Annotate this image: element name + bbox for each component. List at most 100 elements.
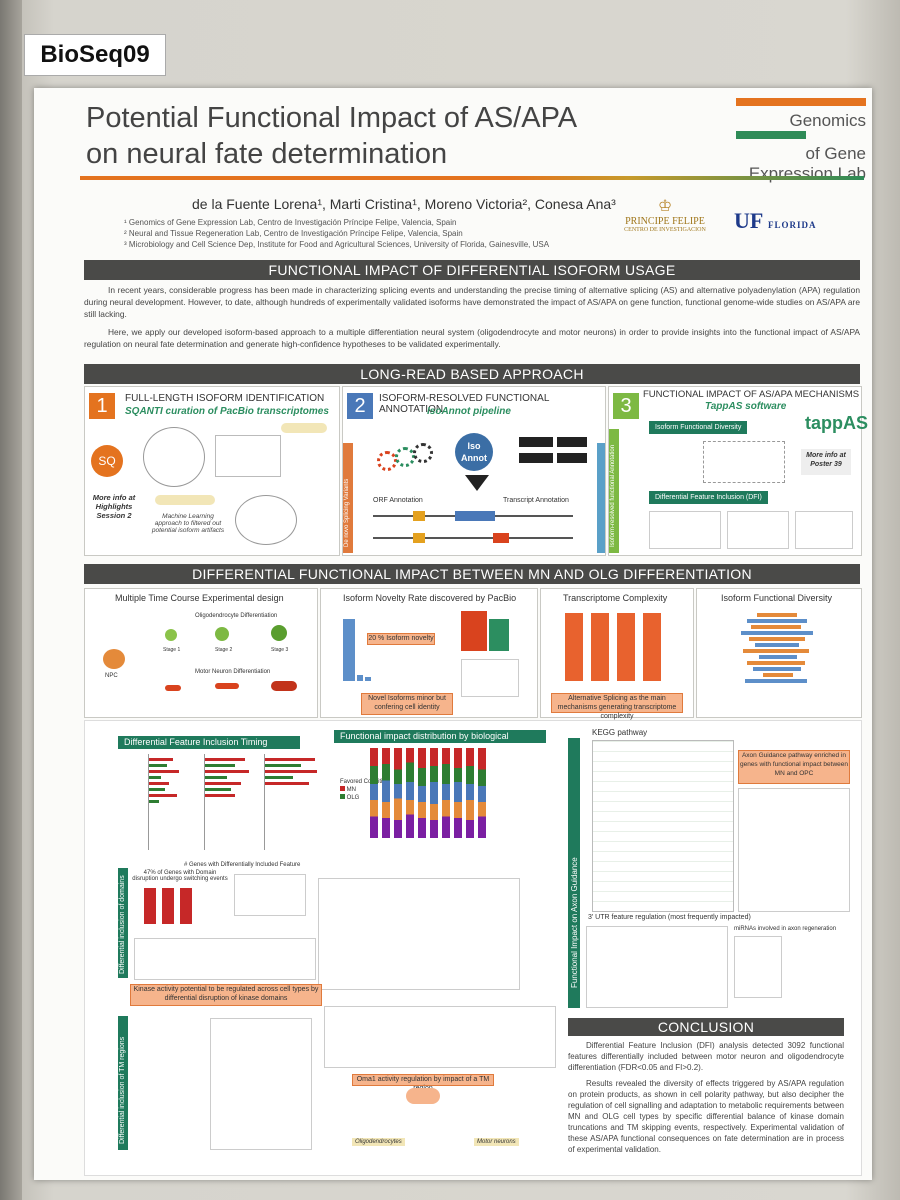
- lab-logo-line3: Expression Lab: [748, 164, 866, 183]
- affiliation-3: ³ Microbiology and Cell Science Dep, Ins…: [124, 240, 550, 249]
- transcript-annotation-label: Transcript Annotation: [503, 497, 569, 504]
- orf-annotation-label: ORF Annotation: [373, 497, 423, 504]
- domain-line-plots: [134, 938, 316, 980]
- diversity-hbar-chart: [737, 611, 837, 705]
- stage1-label: Stage 1: [163, 647, 181, 653]
- domains-note: Kinase activity potential to be regulate…: [130, 984, 322, 1006]
- panel-c-title: Transcriptome Complexity: [563, 593, 668, 603]
- step1-title: FULL-LENGTH ISOFORM IDENTIFICATION: [125, 393, 325, 404]
- poster-board-frame: [0, 0, 22, 1200]
- stage2-label: Stage 2: [215, 647, 233, 653]
- conclusion-text: Differential Feature Inclusion (DFI) ana…: [568, 1040, 844, 1155]
- step3-diversity-diagram: [703, 441, 785, 483]
- tm-olg-label: Oligodendrocytes: [352, 1138, 405, 1146]
- dfi-legend-title: Favored Condition: [340, 779, 390, 785]
- intro-paragraph-2: Here, we apply our developed isoform-bas…: [84, 327, 860, 349]
- poster: Potential Functional Impact of AS/APA on…: [34, 88, 872, 1180]
- mn-label: Motor Neuron Differentiation: [195, 669, 271, 675]
- domains-side-bar: [118, 868, 128, 978]
- clk4-isoform-view: [318, 878, 520, 990]
- tm-side-label: Differential inclusion of TM regions: [119, 1036, 126, 1144]
- uf-name: FLORIDA: [768, 220, 817, 230]
- section-long-read-head: LONG-READ BASED APPROACH: [84, 364, 860, 384]
- oma1-balance-icon: [406, 1088, 440, 1104]
- complexity-note: Alternative Splicing as the main mechani…: [551, 693, 683, 720]
- dfi-legend-olg: OLG: [346, 795, 360, 801]
- panel-isoform-functional-diversity: Isoform Functional Diversity: [696, 588, 862, 718]
- gear-icon: [395, 447, 415, 467]
- olg-cell: [165, 629, 177, 641]
- conclusion-head: CONCLUSION: [568, 1018, 844, 1036]
- panel-a-title: Multiple Time Course Experimental design: [115, 593, 284, 603]
- tm-mn-label: Motor neurons: [474, 1138, 519, 1146]
- complexity-bar: [565, 613, 583, 681]
- section-functional-impact-head: FUNCTIONAL IMPACT OF DIFFERENTIAL ISOFOR…: [84, 260, 860, 280]
- tm-side-bar: [118, 1016, 128, 1150]
- exon-block: [413, 533, 425, 543]
- kegg-title: KEGG pathway: [592, 728, 648, 737]
- novelty-stacked-bar: [461, 611, 487, 651]
- panel-experimental-design: Multiple Time Course Experimental design…: [84, 588, 318, 718]
- affiliation-2: ² Neural and Tissue Regeneration Lab, Ce…: [124, 229, 463, 238]
- npc-label: NPC: [105, 673, 118, 679]
- kegg-side-label: Functional Impact on Axon Guidance: [570, 857, 579, 988]
- dfi-legend: Favored Condition MN OLG: [340, 778, 389, 802]
- sqanti-logo-icon: SQ: [91, 445, 123, 477]
- novelty-bar: [365, 677, 371, 681]
- step1-subtitle: SQANTI curation of PacBio transcriptomes: [125, 406, 329, 417]
- step3-subtitle: TappAS software: [705, 401, 787, 412]
- mn-cell: [165, 685, 181, 691]
- step2-side-bar: [343, 443, 353, 553]
- olg-cell: [271, 625, 287, 641]
- section-differential-head: DIFFERENTIAL FUNCTIONAL IMPACT BETWEEN M…: [84, 564, 860, 584]
- kegg-side-bar: [568, 738, 580, 1008]
- mirna-label: miRNAs involved in axon regeneration: [734, 926, 837, 932]
- mirna-plot: [734, 936, 782, 998]
- db-box: [519, 453, 553, 463]
- step3-number: 3: [613, 393, 639, 419]
- step2-side-label: De novo Splicing Variants: [344, 478, 350, 547]
- mn-cell: [215, 683, 239, 689]
- dfi-x-label: # Genes with Differentially Included Fea…: [184, 862, 301, 868]
- exon-block: [455, 511, 495, 521]
- step2-number: 2: [347, 393, 373, 419]
- panel-d-title: Isoform Functional Diversity: [721, 593, 833, 603]
- poster-title: Potential Functional Impact of AS/APA on…: [86, 100, 646, 172]
- step3-side-bar: [609, 429, 619, 553]
- step3-side-label: Isoform-resolved functional Annotation: [610, 444, 616, 547]
- booth-tag: BioSeq09: [24, 34, 166, 76]
- title-line-2: on neural fate determination: [86, 138, 448, 170]
- tm-bullets: [134, 1018, 204, 1148]
- olg-label: Oligodendrocyte Differentiation: [195, 613, 278, 619]
- step3-ifd-bar: Isoform Functional Diversity: [649, 421, 748, 434]
- filter-script-tag: [155, 495, 215, 505]
- step2-subtitle: IsoAnnot pipeline: [427, 406, 511, 417]
- sqanti-diagram-circle: [143, 427, 205, 487]
- title-line-1: Potential Functional Impact of AS/APA: [86, 102, 578, 134]
- transcript-line: [373, 537, 573, 539]
- domain-bar: [162, 888, 174, 924]
- lab-logo-line1: Genomics: [789, 111, 866, 130]
- novelty-badge: 20 % Isoform novelty: [367, 633, 435, 645]
- func-dist-title: Functional impact distribution by biolog…: [334, 730, 546, 754]
- olg-cell: [215, 627, 229, 641]
- complexity-bar: [643, 613, 661, 681]
- dfi-legend-mn: MN: [346, 787, 357, 793]
- domain-bar: [144, 888, 156, 924]
- principe-felipe-logo: ♔ PRINCIPE FELIPE CENTRO DE INVESTIGACIO…: [620, 196, 710, 233]
- tappas-logo: tappAS: [805, 413, 868, 433]
- novelty-bar: [343, 619, 355, 681]
- isoannot-logo: Iso Annot: [455, 433, 493, 471]
- db-box: [557, 453, 587, 463]
- panel-transcriptome-complexity: Transcriptome Complexity Alternative Spl…: [540, 588, 694, 720]
- panel-b-title: Isoform Novelty Rate discovered by PacBi…: [343, 593, 517, 603]
- uf-logo: UF FLORIDA: [734, 208, 817, 234]
- uf-mark: UF: [734, 208, 763, 233]
- kegg-pathway-diagram: [592, 740, 734, 912]
- step3-dfi-bar: Differential Feature Inclusion (DFI): [649, 491, 768, 504]
- panel-isoform-novelty: Isoform Novelty Rate discovered by PacBi…: [320, 588, 538, 718]
- step1-panel: 1 FULL-LENGTH ISOFORM IDENTIFICATION SQA…: [84, 386, 340, 556]
- utr-title: 3' UTR feature regulation (most frequent…: [588, 914, 751, 921]
- intro-paragraph-1: In recent years, considerable progress h…: [84, 285, 860, 319]
- domains-side-label: Differential inclusion of domains: [119, 875, 126, 974]
